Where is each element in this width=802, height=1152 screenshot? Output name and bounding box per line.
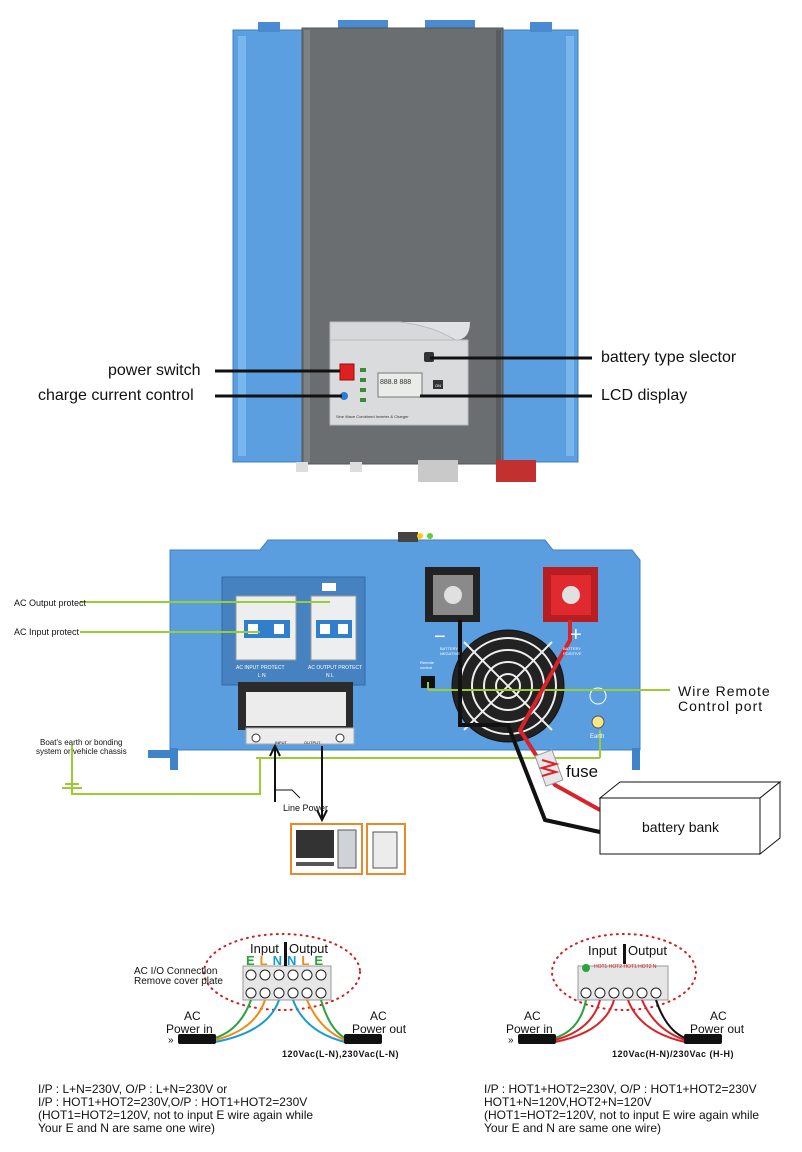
left-terminals: [245, 969, 327, 999]
breaker-out-label: AC OUTPUT PROTECT: [308, 665, 363, 671]
back-view: [62, 532, 782, 875]
left-note-line: Your E and N are same one wire): [38, 1121, 215, 1135]
breaker-in-label: AC INPUT PROTECT: [236, 665, 285, 671]
wiring-diagrams: » »: [168, 933, 722, 1046]
svg-text:»: »: [168, 1035, 174, 1046]
right-voltage-label: 120Vac(H-N)/230Vac (H-H): [612, 1049, 735, 1059]
panel-caption: Sine Wave Combined Inverter & Charger: [336, 414, 409, 419]
left-note-line: (HOT1=HOT2=120V, not to input E wire aga…: [38, 1108, 314, 1122]
charge-current-knob: [340, 392, 348, 400]
letter-l2: L: [301, 953, 315, 968]
battery-type-label: battery type slector: [601, 349, 737, 366]
svg-text:ON: ON: [435, 383, 441, 388]
left-output-label: Output: [289, 941, 329, 956]
right-input-label: Input: [588, 943, 617, 958]
svg-text:»: »: [508, 1035, 514, 1046]
earth-stud: [591, 715, 605, 729]
fuse-label: fuse: [566, 762, 599, 781]
lcd-digits: 888.8 888: [380, 379, 411, 386]
left-note-line: I/P : HOT1+HOT2=230V,O/P : HOT1+HOT2=230…: [38, 1095, 308, 1109]
letter-e2: E: [314, 953, 329, 968]
output-label: OUTPUT: [304, 740, 321, 745]
earth-label: Earth: [590, 734, 605, 740]
lcd-display-label: LCD display: [601, 387, 688, 404]
letter-n1: N: [272, 953, 288, 968]
right-note-line: Your E and N are same one wire): [484, 1121, 661, 1135]
right-ac-out-1: AC: [710, 1009, 727, 1023]
left-oval: [203, 933, 361, 1011]
right-terminal-labels: HOT1 HOT2 HOT1 HOT2 N: [594, 964, 657, 970]
power-switch: [339, 363, 355, 381]
battery-bank-label: battery bank: [642, 819, 720, 835]
left-terminal-letters: ELNNLE: [246, 953, 328, 968]
boat-earth-label-2: system or vehicle chassis: [36, 747, 127, 756]
line-power-label: Line Power: [283, 803, 329, 813]
right-ac-out-2: Power out: [690, 1022, 745, 1036]
letter-e1: E: [246, 953, 260, 968]
battery-positive-label: BATTERY POSITIVE: [563, 646, 582, 656]
input-label: INPUT: [275, 740, 287, 745]
right-note-line: HOT1+N=120V,HOT2+N=120V: [484, 1095, 652, 1109]
left-note-line: I/P : L+N=230V, O/P : L+N=230V or: [38, 1082, 228, 1096]
right-note: I/P : HOT1+HOT2=230V, O/P : HOT1+HOT2=23…: [484, 1083, 759, 1135]
battery-box: [598, 781, 782, 799]
minus-sign: −: [434, 626, 446, 648]
right-side-panel: [501, 29, 579, 463]
connection-label-1: AC I/O Connection: [134, 966, 218, 977]
wire-remote-label-1: Wire Remote: [678, 683, 771, 699]
left-ac-in-1: AC: [184, 1009, 201, 1023]
left-voltage-label: 120Vac(L-N),230Vac(L-N): [282, 1049, 400, 1059]
ac-output-protect-label: AC Output protect: [14, 598, 87, 608]
breaker-in-ln: L N: [258, 673, 266, 679]
wire-remote-label-2: Control port: [678, 698, 764, 714]
left-input-label: Input: [250, 941, 279, 956]
power-switch-label: power switch: [108, 362, 201, 379]
breaker-out-ln: N L: [326, 673, 334, 679]
lcd-display: [377, 372, 423, 398]
fuse: [534, 749, 564, 787]
letter-n2: N: [287, 953, 302, 968]
right-note-line: (HOT1=HOT2=120V, not to input E wire aga…: [484, 1108, 760, 1122]
left-ac-out-2: Power out: [352, 1022, 407, 1036]
ac-input-protect-label: AC Input protect: [14, 627, 80, 637]
right-oval: [551, 933, 697, 1011]
letter-l1: L: [259, 953, 273, 968]
right-ac-in-1: AC: [524, 1009, 541, 1023]
right-ac-in-2: Power in: [506, 1022, 553, 1036]
boat-earth-label-1: Boat's earth or bonding: [40, 738, 123, 747]
right-note-line: I/P : HOT1+HOT2=230V, O/P : HOT1+HOT2=23…: [484, 1082, 757, 1096]
front-view: 888.8 888 ON Sine Wave Combined Inverter…: [215, 20, 592, 482]
right-output-label: Output: [628, 943, 668, 958]
left-ac-out-1: AC: [370, 1009, 387, 1023]
connection-label-2: Remove cover plate: [134, 976, 223, 987]
left-note: I/P : L+N=230V, O/P : L+N=230V or I/P : …: [38, 1083, 313, 1135]
left-ac-in-2: Power in: [166, 1022, 213, 1036]
plus-sign: +: [570, 624, 582, 646]
battery-negative-label: BATTERY NEGATIVE: [440, 646, 460, 656]
charge-current-label: charge current control: [38, 387, 194, 404]
remote-control-label: Remote control: [420, 660, 435, 670]
